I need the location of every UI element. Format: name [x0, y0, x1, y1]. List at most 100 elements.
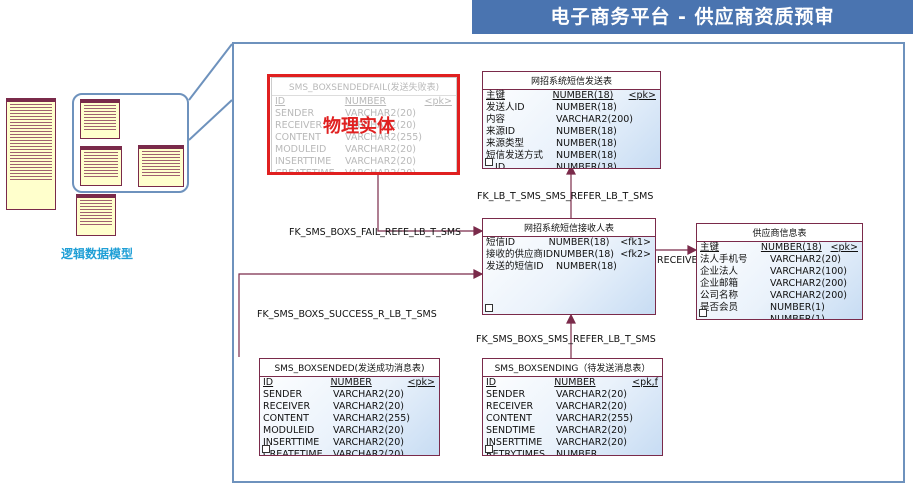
mini-entity — [138, 145, 184, 187]
column-name: CREATETIME — [263, 449, 323, 456]
column-type: VARCHAR2(20) — [556, 437, 627, 448]
page-title: 电子商务平台 - 供应商资质预审 — [472, 0, 913, 34]
column-name: 法人手机号 — [700, 254, 748, 265]
entity-row: 是否会员 NUMBER(1) — [697, 302, 862, 314]
column-type: NUMBER(18) — [556, 150, 617, 161]
column-key — [636, 401, 662, 413]
column-name: SENDER — [263, 389, 303, 400]
entity-row: ...NUMBER(1) — [697, 314, 862, 319]
entity-corner-icon — [485, 304, 493, 312]
entity-row: 企业邮箱 VARCHAR2(200) — [697, 278, 862, 290]
column-key: <pk> — [830, 242, 858, 253]
column-name: 接收的供应商ID — [486, 249, 554, 260]
column-type: VARCHAR2(255) — [345, 132, 422, 143]
entity-row: SENDER VARCHAR2(20) — [260, 389, 439, 401]
column-key: <pk> — [407, 377, 435, 388]
column-type: VARCHAR2(200) — [770, 278, 847, 289]
logical-model-label: 逻辑数据模型 — [60, 247, 133, 261]
column-type: NUMBER — [556, 449, 598, 456]
column-type: VARCHAR2(20) — [556, 425, 627, 436]
column-name: ...ID — [486, 162, 506, 169]
column-type: NUMBER — [344, 96, 387, 107]
column-key — [636, 413, 662, 425]
column-name: 来源类型 — [486, 138, 525, 149]
entity-title: 网招系统短信接收人表 — [483, 219, 655, 237]
column-key — [636, 102, 660, 114]
entity-title: 网招系统短信发送表 — [483, 72, 660, 90]
column-name: 内容 — [486, 114, 506, 125]
column-type: VARCHAR2(20) — [333, 401, 404, 412]
entity-corner-icon — [262, 445, 270, 453]
column-key: <fk1> — [620, 237, 651, 248]
column-key — [413, 389, 439, 401]
entity-title: SMS_BOXSENDEDFAIL(发送失败表) — [272, 78, 456, 96]
column-key — [636, 425, 662, 437]
column-name: INSERTTIME — [275, 156, 332, 167]
column-key — [636, 114, 660, 126]
column-key — [850, 314, 862, 319]
fk-label: RECEIVE — [657, 255, 698, 266]
column-key — [636, 126, 660, 138]
column-name: MODULEID — [263, 425, 315, 436]
fk-label: FK_LB_T_SMS_SMS_REFER_LB_T_SMS — [477, 191, 654, 202]
entity-row: 短信发送方式 NUMBER(18) — [483, 150, 660, 162]
column-name: 公司名称 — [700, 290, 739, 301]
column-type: VARCHAR2(20) — [556, 401, 627, 412]
column-key — [636, 162, 660, 168]
mini-entity — [80, 146, 122, 186]
column-key — [636, 150, 660, 162]
entity-row: MODULEID VARCHAR2(20) — [260, 425, 439, 437]
column-type: VARCHAR2(20) — [333, 449, 404, 456]
column-key — [413, 413, 439, 425]
column-name: 企业邮箱 — [700, 278, 739, 289]
column-key — [850, 302, 862, 314]
entity-row: CREATETIME VARCHAR2(20) — [260, 449, 439, 456]
column-key: <fk2> — [620, 249, 651, 260]
entity-row: RECEIVER VARCHAR2(20) — [260, 401, 439, 413]
column-key — [413, 449, 439, 455]
column-type: NUMBER(18) — [760, 242, 822, 253]
column-name: CONTENT — [275, 132, 321, 143]
fk-label: FK_SMS_BOXS_FAIL_REFE_LB_T_SMS — [289, 227, 462, 238]
column-key — [636, 449, 662, 455]
column-name: ID — [263, 377, 274, 388]
column-key — [636, 261, 655, 273]
column-type: VARCHAR2(20) — [345, 108, 416, 119]
column-type: VARCHAR2(20) — [333, 425, 404, 436]
column-name: RETRYTIMES — [486, 449, 546, 456]
column-type: VARCHAR2(20) — [333, 389, 404, 400]
column-key: <pk,f — [632, 377, 658, 388]
entity-title: 供应商信息表 — [697, 224, 862, 242]
column-type: VARCHAR2(200) — [556, 114, 633, 125]
column-type: VARCHAR2(20) — [345, 144, 416, 155]
column-name: RECEIVER — [263, 401, 311, 412]
column-name: 是否会员 — [700, 302, 739, 313]
column-name: 主键 — [700, 242, 720, 253]
column-type: NUMBER(18) — [556, 126, 617, 137]
column-type: NUMBER(18) — [556, 102, 617, 113]
column-name: 短信发送方式 — [486, 150, 544, 161]
column-key — [850, 290, 862, 302]
column-type: NUMBER(1) — [770, 302, 825, 313]
column-name: MODULEID — [275, 144, 327, 155]
